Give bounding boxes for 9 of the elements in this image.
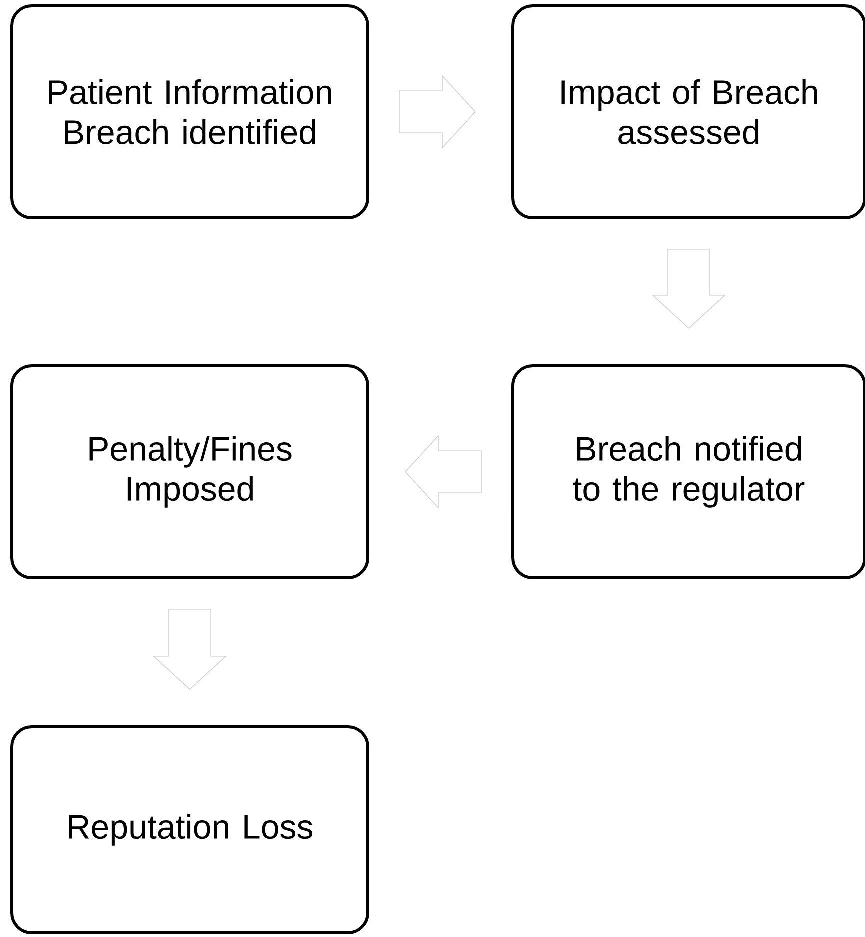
process-box: Breach notified to the regulator (512, 364, 865, 580)
block-arrow (153, 609, 227, 690)
block-arrow (652, 249, 726, 329)
process-box: Reputation Loss (10, 726, 370, 934)
process-box: Patient Information Breach identified (10, 4, 370, 220)
block-arrow (405, 435, 482, 509)
process-box: Impact of Breach assessed (512, 4, 865, 220)
process-box: Penalty/Fines Imposed (10, 364, 370, 580)
block-arrow (399, 75, 476, 149)
